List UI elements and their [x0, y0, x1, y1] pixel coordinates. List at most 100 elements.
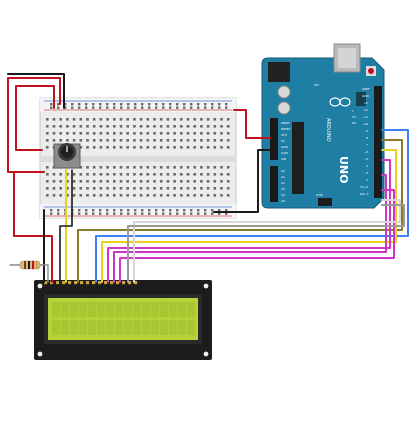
- breadboard-hole: [193, 146, 196, 149]
- rail-hole: [162, 103, 165, 106]
- rail-hole: [134, 103, 137, 106]
- breadboard-hole: [193, 166, 196, 169]
- wire-black-pot: [59, 169, 73, 283]
- breadboard-hole: [106, 146, 109, 149]
- pin-label-rx: RX←0: [360, 192, 369, 196]
- lcd-char-cell: [106, 302, 114, 317]
- lcd-pin: [56, 281, 60, 285]
- breadboard-hole: [173, 139, 176, 142]
- breadboard-hole: [159, 118, 163, 121]
- breadboard-hole: [126, 132, 129, 135]
- breadboard-hole: [86, 180, 89, 183]
- lcd-char-cell: [169, 320, 177, 335]
- breadboard-hole: [146, 132, 150, 135]
- breadboard-hole: [133, 194, 136, 197]
- rail-hole: [134, 209, 137, 212]
- arduino-logo: [329, 97, 351, 107]
- breadboard-hole: [139, 139, 143, 142]
- rail-hole: [190, 106, 193, 109]
- breadboard-hole: [186, 187, 190, 190]
- breadboard-hole: [126, 139, 129, 142]
- lcd-char-cell: [97, 302, 105, 317]
- breadboard-hole: [226, 187, 230, 190]
- microcontroller-chip: [292, 122, 304, 194]
- rail-hole: [71, 106, 74, 109]
- lcd-char-cell: [61, 320, 69, 335]
- breadboard-hole: [113, 187, 116, 190]
- breadboard-hole: [86, 194, 89, 197]
- breadboard-hole: [186, 180, 190, 183]
- lcd-char-cell: [187, 320, 195, 335]
- breadboard-hole: [113, 194, 116, 197]
- breadboard-hole: [66, 125, 69, 128]
- breadboard-hole: [52, 194, 56, 197]
- lcd-pin: [44, 281, 48, 285]
- breadboard-hole: [186, 146, 190, 149]
- breadboard-hole: [72, 187, 76, 190]
- rail-hole: [120, 106, 123, 109]
- rail-hole: [134, 212, 137, 215]
- breadboard-hole: [166, 173, 170, 176]
- lcd-char-cell: [70, 320, 78, 335]
- board-label-icsp: ICSP: [316, 193, 323, 197]
- wire-black-gnd: [213, 149, 271, 213]
- breadboard-hole: [213, 125, 217, 128]
- rail-hole: [169, 106, 172, 109]
- breadboard-hole: [180, 166, 183, 169]
- icsp2-header: [356, 92, 366, 106]
- breadboard-hole: [220, 132, 223, 135]
- rail-hole: [211, 103, 214, 106]
- breadboard-hole: [126, 166, 129, 169]
- rail-hole: [176, 103, 179, 106]
- breadboard-hole: [186, 194, 190, 197]
- breadboard-hole: [166, 187, 170, 190]
- breadboard-hole: [119, 146, 123, 149]
- breadboard-hole: [99, 132, 103, 135]
- rail-hole: [92, 103, 95, 106]
- breadboard-hole: [159, 146, 163, 149]
- breadboard-hole: [213, 146, 217, 149]
- breadboard-hole: [166, 139, 170, 142]
- breadboard-hole: [86, 166, 89, 169]
- power-header: [270, 118, 278, 160]
- pin-label-gnd-1: GND: [281, 145, 289, 149]
- breadboard-hole: [106, 173, 109, 176]
- breadboard-hole: [220, 180, 223, 183]
- board-label-rx: RX: [352, 121, 356, 125]
- breadboard-hole: [59, 194, 62, 197]
- breadboard-hole: [200, 166, 203, 169]
- lcd-char-cell: [187, 302, 195, 317]
- breadboard-hole: [186, 125, 190, 128]
- breadboard-hole: [173, 180, 176, 183]
- rail-hole: [183, 103, 186, 106]
- wire-black-ground-loop: [7, 73, 65, 109]
- lcd-pin: [86, 281, 90, 285]
- resistor-band-3: [32, 261, 34, 269]
- breadboard-hole: [200, 187, 203, 190]
- breadboard-hole: [153, 180, 156, 183]
- rail-hole: [85, 106, 88, 109]
- breadboard-hole: [46, 166, 49, 169]
- breadboard-hole: [220, 118, 223, 121]
- breadboard-hole: [200, 132, 203, 135]
- wire-yellow-data: [101, 149, 397, 283]
- rail-hole: [218, 212, 221, 215]
- arduino-uno: ARDUINO UNO IOREF RESET 3V3 5V GND GND V…: [261, 43, 385, 209]
- wire-red-5v: [233, 109, 271, 139]
- lcd-pin: [110, 281, 114, 285]
- rail-hole: [155, 106, 158, 109]
- lcd-char-cell: [79, 302, 87, 317]
- rail-hole: [85, 209, 88, 212]
- breadboard-hole: [46, 118, 49, 121]
- breadboard-hole: [200, 125, 203, 128]
- breadboard-hole: [113, 180, 116, 183]
- breadboard-hole: [66, 180, 69, 183]
- lcd-char-cell: [133, 302, 141, 317]
- breadboard-hole: [193, 125, 196, 128]
- lcd-char-cell: [88, 320, 96, 335]
- breadboard-hole: [153, 173, 156, 176]
- pin-label-aref: AREF: [362, 87, 370, 91]
- rail-hole: [92, 106, 95, 109]
- breadboard-hole: [66, 194, 69, 197]
- lcd-char-cell: [160, 320, 168, 335]
